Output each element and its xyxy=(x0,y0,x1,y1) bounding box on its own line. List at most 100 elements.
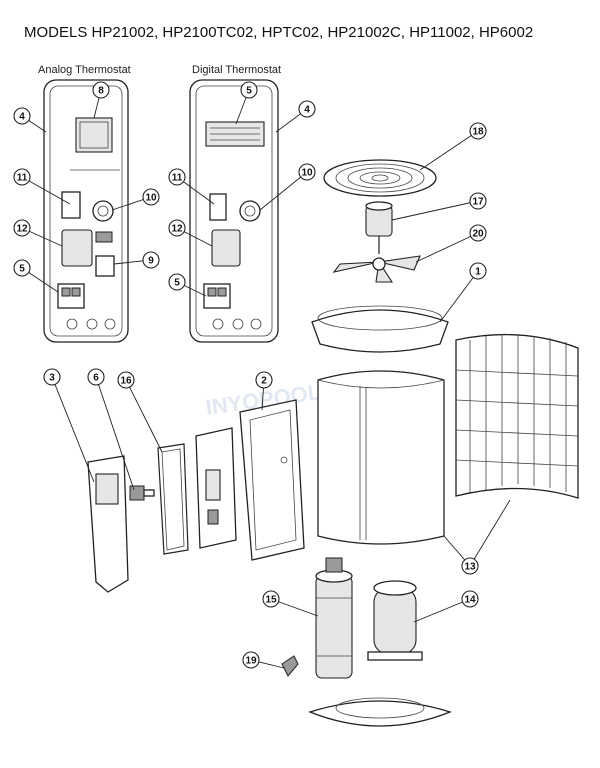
callout-circle xyxy=(461,557,479,575)
callout-circle xyxy=(469,262,487,280)
top-cover xyxy=(311,305,449,353)
callout-number: 14 xyxy=(464,595,476,606)
callout-circle xyxy=(142,251,160,269)
callout-number: 1 xyxy=(475,267,481,278)
callout-number: 13 xyxy=(464,562,476,573)
pressure-switch xyxy=(281,655,299,677)
callout-circle xyxy=(240,81,258,99)
callout-14: 14 xyxy=(413,590,479,623)
callout-number: 5 xyxy=(246,86,252,97)
callout-12: 12 xyxy=(13,219,63,247)
callout-leader-line xyxy=(95,376,135,491)
callout-circle xyxy=(13,168,31,186)
digital-control-panel xyxy=(189,79,279,343)
callout-13: 13 xyxy=(443,499,511,575)
callout-number: 4 xyxy=(304,105,310,116)
callout-4: 4 xyxy=(275,100,316,133)
callout-number: 20 xyxy=(472,229,484,240)
callout-number: 3 xyxy=(49,373,55,384)
callout-10: 10 xyxy=(259,163,316,211)
callout-number: 17 xyxy=(472,197,484,208)
diagram-title: MODELS HP21002, HP2100TC02, HPTC02, HP21… xyxy=(24,24,533,41)
callout-number: 12 xyxy=(16,224,28,235)
callout-number: 10 xyxy=(145,193,157,204)
callout-circle xyxy=(469,122,487,140)
callout-8: 8 xyxy=(92,81,110,119)
callout-leader-line xyxy=(469,499,511,567)
callout-12: 12 xyxy=(168,219,213,247)
callout-number: 12 xyxy=(171,224,183,235)
callout-6: 6 xyxy=(87,368,135,491)
callout-circle xyxy=(262,590,280,608)
access-door xyxy=(239,399,305,561)
fan-motor xyxy=(365,201,393,254)
callout-circle xyxy=(168,219,186,237)
analog-control-panel xyxy=(43,79,129,343)
callout-circle xyxy=(142,188,160,206)
callout-17: 17 xyxy=(391,192,487,221)
callout-11: 11 xyxy=(168,168,215,205)
callout-leader-line xyxy=(125,379,163,453)
callout-circle xyxy=(92,81,110,99)
callout-number: 16 xyxy=(120,376,132,387)
callout-5: 5 xyxy=(13,259,59,293)
base-pan xyxy=(308,697,452,727)
compressor xyxy=(367,580,423,661)
callout-number: 9 xyxy=(148,256,154,267)
callout-number: 19 xyxy=(245,656,257,667)
callout-circle xyxy=(13,259,31,277)
callout-number: 8 xyxy=(98,86,104,97)
callout-leader-line xyxy=(439,270,479,323)
callout-15: 15 xyxy=(262,590,319,617)
callout-16: 16 xyxy=(117,371,163,453)
callout-circle xyxy=(13,107,31,125)
callout-5: 5 xyxy=(168,273,207,297)
callout-circle xyxy=(242,651,260,669)
callout-19: 19 xyxy=(242,651,285,669)
callout-10: 10 xyxy=(111,188,160,211)
digital-thermostat-label: Digital Thermostat xyxy=(192,64,281,76)
callout-2: 2 xyxy=(255,371,273,411)
callout-number: 10 xyxy=(301,168,313,179)
callout-leader-line xyxy=(259,171,308,211)
callout-number: 5 xyxy=(174,278,180,289)
callout-number: 6 xyxy=(93,373,99,384)
callout-circle xyxy=(298,163,316,181)
callout-18: 18 xyxy=(419,122,487,171)
callout-circle xyxy=(117,371,135,389)
callout-circle xyxy=(255,371,273,389)
callout-number: 15 xyxy=(265,595,277,606)
callout-circle xyxy=(13,219,31,237)
callout-number: 2 xyxy=(261,376,267,387)
callout-leader-line xyxy=(415,232,479,263)
callout-leader-line xyxy=(391,200,479,221)
heat-exchanger xyxy=(315,557,353,679)
analog-thermostat-label: Analog Thermostat xyxy=(38,64,131,76)
callout-leader-line xyxy=(51,376,95,483)
callout-leader-line xyxy=(419,130,479,171)
callout-leader-line xyxy=(21,176,71,205)
callout-9: 9 xyxy=(113,251,160,269)
callout-circle xyxy=(461,590,479,608)
callout-5: 5 xyxy=(235,81,258,125)
callout-number: 18 xyxy=(472,127,484,138)
callout-4: 4 xyxy=(13,107,47,133)
front-panel xyxy=(87,455,129,593)
callout-circle xyxy=(168,273,186,291)
callout-circle xyxy=(87,368,105,386)
callout-leader-line xyxy=(413,598,471,623)
callout-3: 3 xyxy=(43,368,95,483)
callout-number: 5 xyxy=(19,264,25,275)
callout-circle xyxy=(43,368,61,386)
callout-number: 11 xyxy=(172,173,183,184)
callout-number: 11 xyxy=(17,173,28,184)
evaporator-grille xyxy=(455,333,579,499)
callout-11: 11 xyxy=(13,168,71,205)
panel-gasket xyxy=(157,443,189,555)
callout-circle xyxy=(469,224,487,242)
fan-blade xyxy=(332,255,421,283)
callout-1: 1 xyxy=(439,262,487,323)
control-box xyxy=(195,427,237,549)
